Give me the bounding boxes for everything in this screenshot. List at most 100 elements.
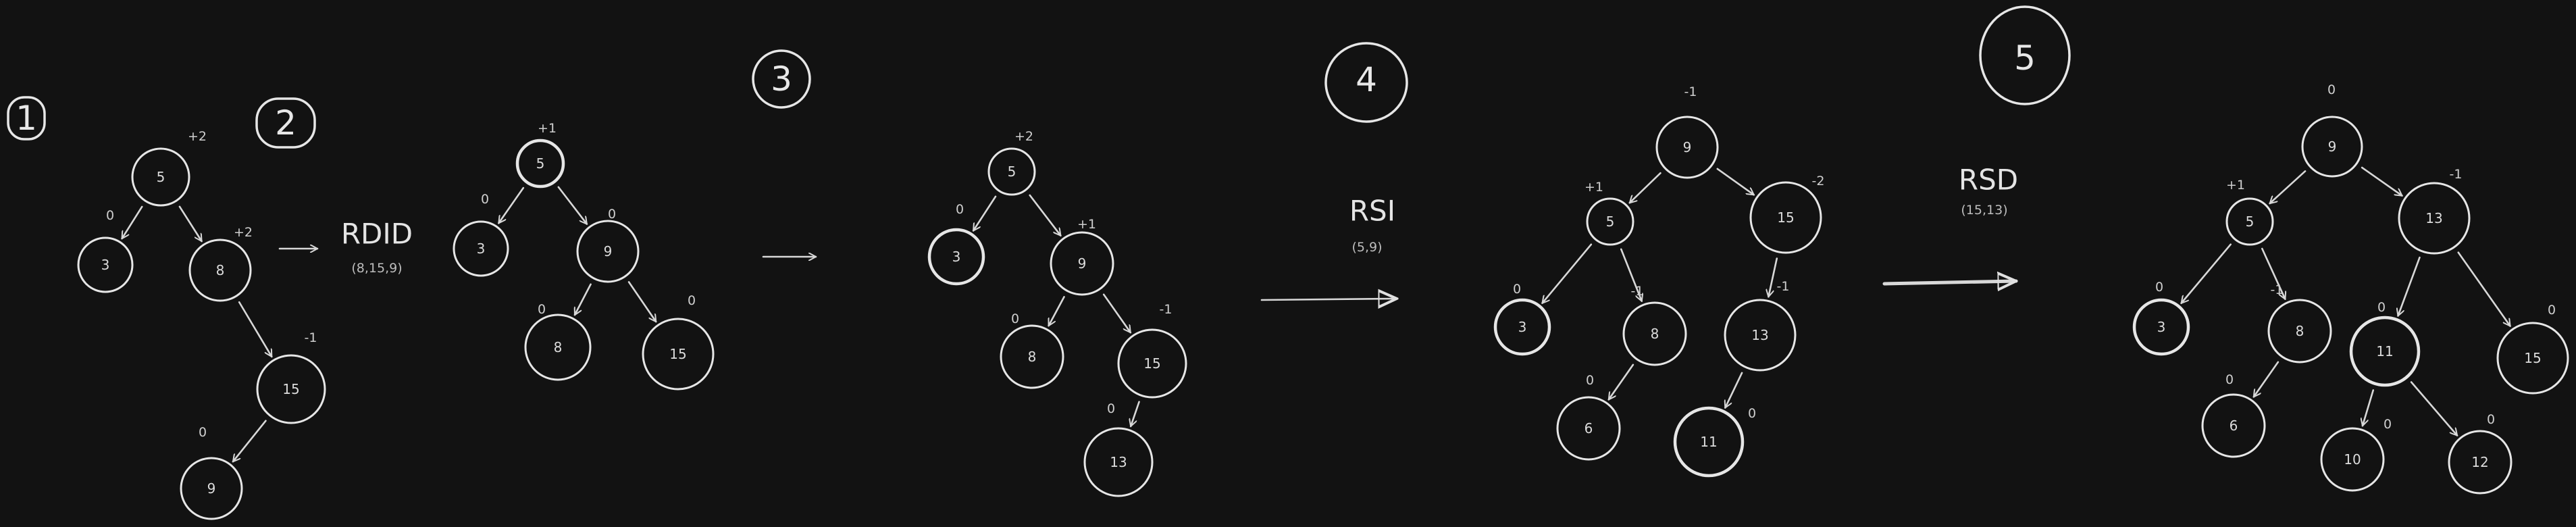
balance-factor: +1: [2226, 178, 2245, 193]
tree-node: [1673, 406, 1745, 478]
tree-edge: [2182, 243, 2232, 303]
tree-edge: [2410, 381, 2457, 435]
transition-arrow-3-4: [1260, 299, 1397, 300]
tree-edge: [1607, 363, 1634, 400]
node-key: 8: [1028, 349, 1037, 365]
tree-edge: [121, 205, 143, 239]
balance-factor: -1: [2271, 282, 2284, 297]
node-key: 3: [477, 241, 486, 257]
node-key: 8: [216, 262, 225, 278]
node-key: 6: [2230, 418, 2238, 434]
tree-node: [1749, 181, 1822, 254]
tree-node: [1117, 328, 1187, 399]
node-key: 5: [2246, 214, 2255, 230]
tree-node: [1000, 324, 1064, 389]
balance-factor: 0: [1107, 401, 1115, 416]
tree-node: [1050, 231, 1114, 296]
step-marker-3: 3: [752, 49, 811, 109]
tree-node: [1622, 301, 1687, 366]
tree-edge: [1725, 372, 1743, 408]
balance-factor: 0: [1513, 282, 1521, 297]
node-key: 9: [2328, 139, 2337, 155]
node-key: 3: [101, 257, 110, 273]
tree-edge: [1131, 401, 1140, 426]
balance-factor: -1: [1684, 84, 1697, 99]
node-key: 15: [1143, 355, 1160, 372]
balance-factor: -1: [2450, 167, 2463, 182]
node-key: 15: [2524, 350, 2541, 366]
rotation-keys: (8,15,9): [351, 261, 402, 276]
tree-node: [1083, 427, 1154, 497]
balance-factor: -1: [305, 330, 317, 345]
balance-factor: +1: [538, 121, 557, 136]
node-key: 12: [2471, 454, 2488, 470]
node-key: 9: [207, 480, 216, 497]
balance-factor: 0: [608, 207, 616, 222]
tree-node: [1493, 298, 1551, 356]
node-key: 5: [1008, 164, 1016, 180]
tree-edge: [573, 283, 592, 315]
node-key: 5: [536, 155, 545, 172]
balance-factor: 0: [106, 208, 114, 223]
node-key: 6: [1585, 420, 1593, 436]
node-key: 13: [1751, 327, 1768, 343]
tree-edge: [1716, 168, 1754, 196]
tree-node: [2132, 298, 2190, 356]
node-key: 3: [2157, 319, 2166, 335]
rotation-label-rdid: RDID (8,15,9): [341, 218, 413, 276]
balance-factor: 0: [688, 293, 696, 308]
tree-node: [987, 147, 1036, 196]
tree-edge: [557, 186, 588, 224]
tree-node: [2301, 116, 2363, 178]
balance-factor: 0: [2384, 417, 2392, 432]
balance-factor: -1: [1777, 279, 1790, 294]
tree-edge: [2398, 256, 2421, 316]
node-key: 3: [1518, 319, 1527, 335]
tree-node: [2398, 182, 2471, 255]
step-marker-4: 4: [1324, 42, 1408, 123]
rotation-keys: (15,13): [1961, 203, 2007, 218]
node-key: 15: [669, 346, 686, 362]
balance-factor: +2: [1014, 129, 1033, 144]
rotation-label-rsi: RSI (5,9): [1349, 195, 1395, 255]
tree-edge: [2363, 389, 2375, 426]
step-number: 4: [1356, 60, 1377, 99]
balance-factor: -1: [1160, 302, 1173, 317]
tree-edge: [1102, 293, 1132, 332]
tree-node: [2448, 430, 2513, 495]
step-marker-5: 5: [1979, 5, 2071, 105]
tree-node: [2201, 393, 2266, 458]
tree-node: [642, 318, 715, 391]
transition-arrow-4-5: [1882, 281, 2016, 284]
tree-edge: [1048, 296, 1065, 326]
balance-factor: -1: [1631, 284, 1644, 299]
tree-edge: [2270, 170, 2307, 203]
node-key: 5: [157, 169, 165, 185]
rotation-name: RSD: [1959, 164, 2018, 197]
balance-factor: 0: [538, 302, 546, 317]
tree-edge: [627, 281, 657, 322]
node-key: 13: [2425, 210, 2442, 226]
balance-factor: 0: [2487, 412, 2495, 427]
balance-factor: 0: [1748, 406, 1756, 421]
tree-node: [2267, 299, 2332, 363]
tree-node: [515, 139, 565, 189]
tree-edge: [238, 301, 273, 357]
balance-factor: 0: [2377, 300, 2386, 315]
node-key: 8: [1651, 326, 1659, 342]
node-key: 15: [282, 381, 299, 397]
step-number: 3: [771, 59, 792, 99]
balance-factor: 0: [2548, 303, 2556, 318]
tree-edge: [2457, 251, 2511, 326]
balance-factor: 0: [2225, 372, 2234, 387]
tree-node: [2496, 322, 2569, 395]
node-key: 8: [554, 339, 563, 355]
balance-factor: 0: [2327, 82, 2336, 97]
tree-edge: [2361, 166, 2402, 197]
tree-node: [188, 239, 252, 302]
node-key: 5: [1606, 214, 1615, 230]
